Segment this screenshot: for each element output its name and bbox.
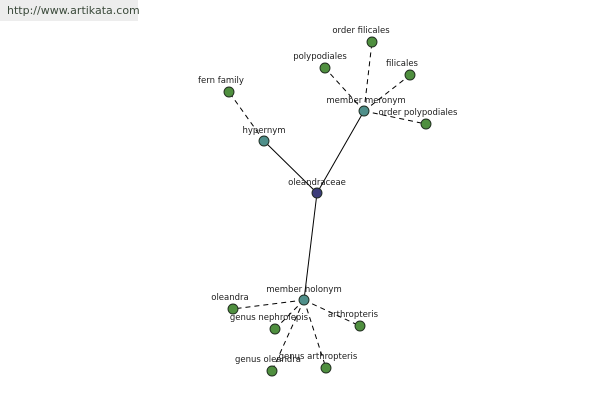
labels-layer: oleandraceae hypernym member meronym member… <box>198 26 458 365</box>
edge-oleandraceae-to-hypernym <box>263 140 318 194</box>
node-label-fern-family: fern family <box>198 76 244 86</box>
node-order-filicales[interactable] <box>366 36 378 48</box>
edge-member-holonym-to-arthropteris <box>303 299 361 327</box>
edge-member-meronym-to-order-filicales <box>363 41 373 112</box>
edge-member-meronym-to-order-polypodiales <box>363 110 427 125</box>
node-fern-family[interactable] <box>223 86 235 98</box>
node-label-polypodiales: polypodiales <box>293 52 347 62</box>
node-genus-nephrolepis[interactable] <box>269 323 281 335</box>
node-label-oleandraceae: oleandraceae <box>288 178 346 188</box>
node-genus-arthropteris[interactable] <box>320 362 332 374</box>
edges-layer <box>228 41 427 372</box>
node-order-polypodiales[interactable] <box>420 118 432 130</box>
node-label-order-polypodiales: order polypodiales <box>379 108 459 118</box>
url-banner[interactable]: http://www.artikata.com <box>0 0 140 21</box>
node-member-meronym[interactable] <box>358 105 370 117</box>
node-label-oleandra: oleandra <box>211 293 249 303</box>
node-label-genus-nephrolepis: genus nephrolepis <box>230 313 309 323</box>
edge-hypernym-to-fern-family <box>228 91 265 142</box>
node-label-order-filicales: order filicales <box>332 26 390 36</box>
edge-oleandraceae-to-member-meronym <box>316 110 365 194</box>
node-member-holonym[interactable] <box>298 294 310 306</box>
edge-member-meronym-to-polypodiales <box>324 67 365 112</box>
node-hypernym[interactable] <box>258 135 270 147</box>
node-label-genus-arthropteris: genus arthropteris <box>279 352 358 362</box>
edge-member-holonym-to-genus-arthropteris <box>303 299 327 369</box>
node-oleandraceae[interactable] <box>311 187 323 199</box>
edge-member-holonym-to-genus-nephrolepis <box>274 299 305 330</box>
node-label-arthropteris: arthropteris <box>328 310 379 320</box>
node-oleandra[interactable] <box>227 303 239 315</box>
node-label-member-meronym: member meronym <box>326 96 405 106</box>
edge-member-holonym-to-genus-oleandra <box>271 299 305 372</box>
url-banner-text: http://www.artikata.com <box>7 4 140 17</box>
edge-member-holonym-to-oleandra <box>232 299 305 310</box>
node-label-member-holonym: member holonym <box>266 285 341 295</box>
nodes-layer <box>223 36 432 377</box>
node-filicales[interactable] <box>404 69 416 81</box>
edge-oleandraceae-to-member-holonym <box>303 192 318 301</box>
node-polypodiales[interactable] <box>319 62 331 74</box>
node-label-genus-oleandra: genus oleandra <box>235 355 301 365</box>
node-label-hypernym: hypernym <box>242 126 285 136</box>
edge-member-meronym-to-filicales <box>363 74 411 112</box>
node-label-filicales: filicales <box>386 59 419 69</box>
node-arthropteris[interactable] <box>354 320 366 332</box>
node-genus-oleandra[interactable] <box>266 365 278 377</box>
